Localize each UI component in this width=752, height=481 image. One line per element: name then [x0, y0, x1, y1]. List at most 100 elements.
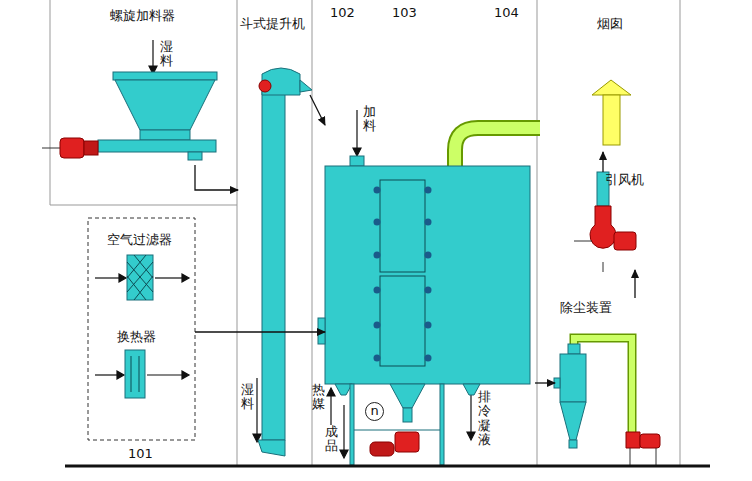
zone-lines	[50, 0, 680, 465]
zone-101-box	[88, 218, 195, 440]
bucket-elevator-part	[259, 80, 271, 92]
flow-arrows-part	[343, 405, 344, 452]
flow-arrows-part	[117, 371, 124, 379]
air-filter: 空气过滤器	[95, 230, 190, 305]
zone-lines-part	[50, 205, 237, 206]
dust-collector-part	[640, 434, 660, 448]
screw-feeder-part	[115, 80, 215, 130]
disc-dryer-part-part	[425, 322, 432, 329]
dust-collector-part	[560, 402, 586, 440]
zone-lines-part	[50, 0, 51, 205]
induced-fan-part	[574, 241, 592, 242]
chimney-part	[592, 80, 631, 95]
motor-symbol-text: n	[366, 403, 383, 419]
drain-label: 排冷凝液	[478, 390, 491, 447]
zone-lines-part	[237, 0, 238, 465]
product-label: 成品	[325, 425, 338, 454]
flow-connector	[535, 382, 555, 383]
flow-arrows-part	[356, 110, 357, 150]
dust-collector: 除尘装置	[555, 298, 650, 463]
disc-dryer-part	[354, 430, 440, 431]
screw-feeder-part	[140, 130, 190, 140]
flow-arrows-part	[152, 40, 153, 68]
heat-exchanger: 换热器	[95, 327, 190, 405]
disc-dryer-part	[374, 187, 432, 362]
air-filter	[127, 255, 153, 300]
induced-fan-part	[614, 232, 636, 250]
equipment-label: 除尘装置	[560, 300, 612, 316]
disc-dryer-part	[403, 408, 412, 422]
screw-feeder-part	[84, 141, 98, 155]
disc-dryer-part	[395, 432, 419, 452]
dust-collector-part	[626, 432, 640, 448]
zone-box: 101 空气过滤器换热器	[88, 218, 195, 464]
flow-arrows-part	[256, 378, 257, 436]
flow-arrows-part	[155, 277, 184, 278]
motor-circle: n	[365, 402, 384, 421]
bucket-elevator-part	[262, 92, 285, 440]
screw-feeder-part	[113, 72, 217, 80]
disc-dryer-part	[455, 128, 540, 166]
zone-number: 103	[392, 5, 417, 21]
medium-label: 热媒	[312, 383, 325, 412]
flow-arrows-part	[95, 277, 121, 278]
dust-collector-part	[560, 354, 586, 402]
disc-dryer-part	[325, 166, 530, 384]
equipment-label: 加料	[363, 105, 376, 134]
disc-dryer-part-part	[374, 252, 381, 259]
equipment-label: 101	[128, 446, 153, 462]
induced-fan-part	[603, 262, 604, 272]
disc-dryer-part-part	[374, 322, 381, 329]
dust-collector	[554, 338, 660, 465]
ground-line	[65, 465, 710, 468]
disc-dryer-part	[463, 384, 480, 395]
dust-collector-part	[569, 440, 577, 448]
equipment-label: 烟囱	[597, 16, 623, 32]
flow-arrows-part	[467, 432, 475, 440]
flow-connector	[195, 165, 238, 190]
chimney	[592, 80, 631, 145]
equipment-label: 引风机	[605, 172, 644, 188]
flow-arrows-part	[340, 450, 348, 458]
zone-lines-part	[537, 0, 538, 465]
material-label: 湿料	[160, 40, 173, 69]
screw-feeder-part	[188, 152, 202, 160]
flow-arrows-part	[119, 274, 126, 282]
chimney-part	[603, 95, 620, 145]
disc-dryer-part	[440, 384, 444, 465]
disc-dryer-part	[370, 442, 394, 456]
chimney: 烟囱	[585, 12, 640, 152]
zone-lines-part	[680, 0, 681, 465]
disc-dryer-part-part	[374, 355, 381, 362]
disc-dryer-part	[350, 156, 364, 166]
screw-feeder-part	[98, 140, 216, 152]
flow-arrows-part	[330, 394, 331, 425]
material-label: 湿料	[241, 383, 254, 412]
disc-dryer-part	[335, 384, 352, 395]
disc-dryer: 加料	[325, 105, 535, 395]
flow-arrows-part	[95, 374, 119, 375]
flow-arrows-part	[353, 148, 361, 156]
disc-dryer-part-part	[374, 219, 381, 226]
equipment-label: 螺旋加料器	[110, 8, 175, 24]
flow-connector	[195, 331, 325, 332]
equipment-label: 换热器	[117, 329, 156, 345]
screw-feeder-part	[60, 138, 84, 158]
flow-connector	[310, 95, 325, 125]
disc-dryer-part-part	[425, 187, 432, 194]
disc-dryer-part	[380, 180, 425, 272]
flow-connector	[602, 152, 603, 172]
flow-arrows-part	[470, 390, 471, 434]
disc-dryer-part	[318, 318, 325, 344]
zone-number: 104	[494, 5, 519, 21]
screw-feeder	[42, 72, 217, 160]
equipment-label: 空气过滤器	[107, 232, 172, 248]
disc-dryer-part	[380, 276, 425, 366]
bucket-elevator	[258, 68, 312, 456]
flow-arrows-part	[327, 388, 335, 396]
heat-exchanger-part	[131, 356, 139, 392]
disc-dryer-part-part	[374, 287, 381, 294]
disc-dryer	[318, 128, 540, 465]
flow-arrows-part	[182, 274, 189, 282]
